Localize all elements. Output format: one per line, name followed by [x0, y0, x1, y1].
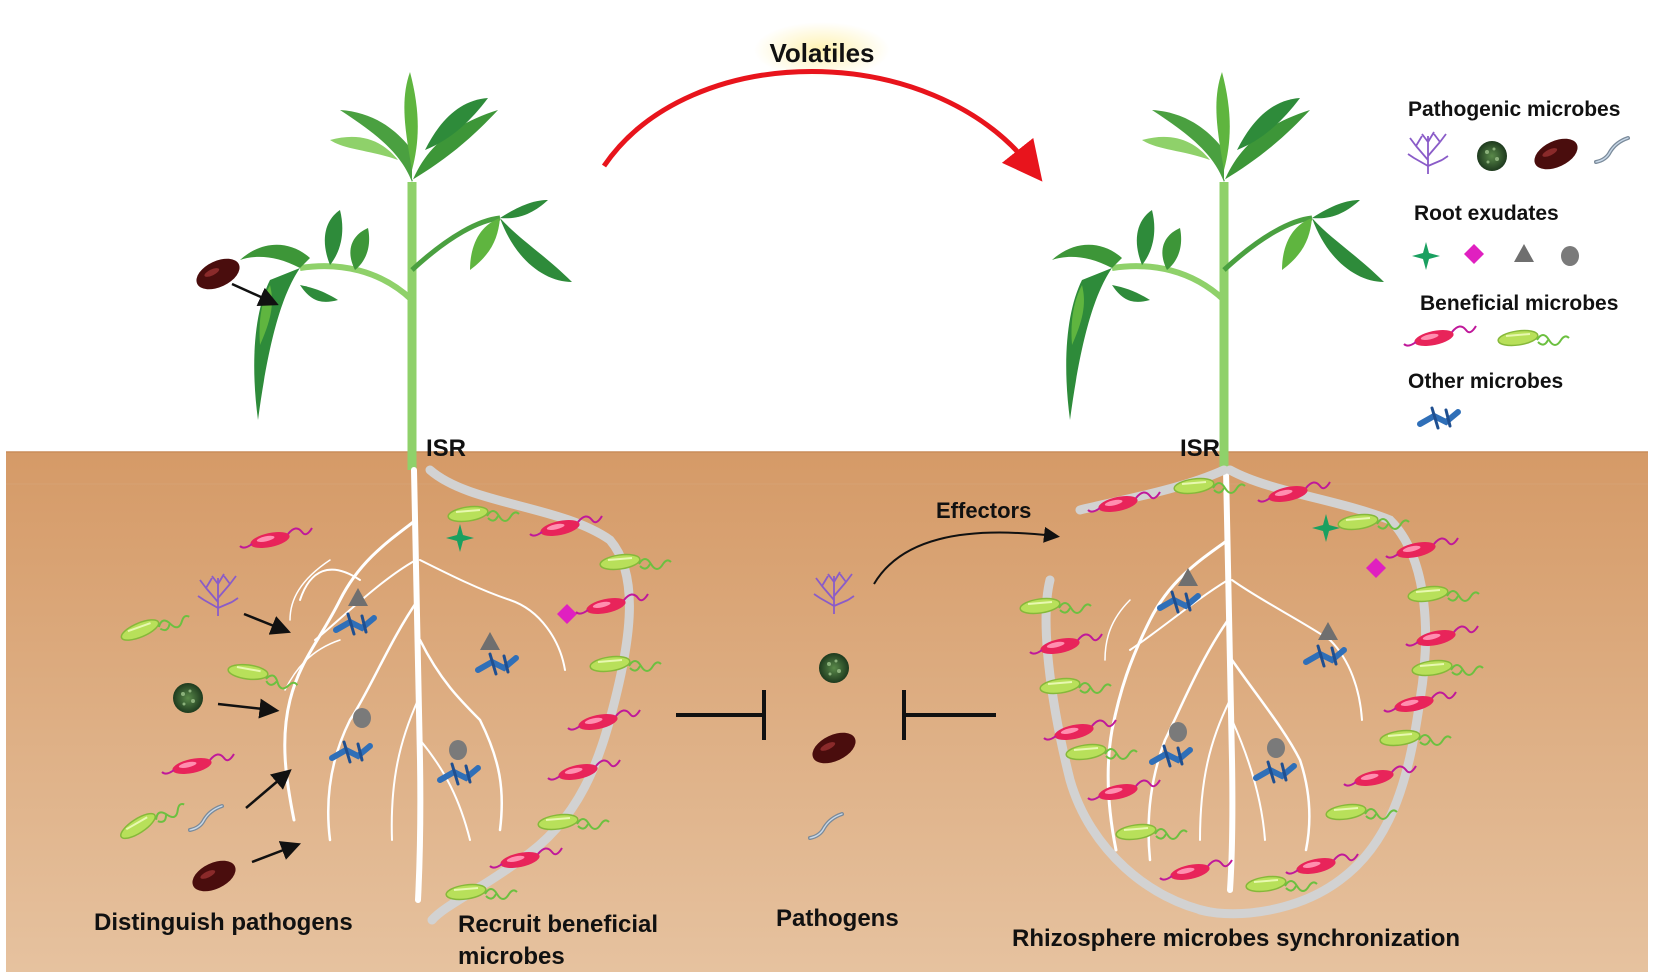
effectors-label: Effectors — [936, 498, 1031, 523]
right-inhibition-bar — [902, 690, 996, 740]
volatiles-glow — [754, 22, 890, 78]
legend-pink-bacteria-icon — [1403, 325, 1477, 351]
legend: Pathogenic microbes Root exudates Benefi… — [1403, 98, 1630, 428]
legend-dot-exudate-icon — [1561, 246, 1579, 266]
legend-star-exudate-icon — [1412, 242, 1440, 270]
legend-exudates-title: Root exudates — [1414, 202, 1559, 225]
leaf-pathogen-arrow — [231, 282, 279, 306]
synchronization-label: Rhizosphere microbes synchronization — [1012, 925, 1460, 952]
isr-label-right: ISR — [1180, 435, 1220, 462]
right-plant — [1052, 72, 1384, 470]
left-inhibition-bar — [676, 690, 766, 740]
legend-spore-icon — [1477, 141, 1507, 171]
recruit-label-line2: microbes — [458, 943, 565, 970]
legend-fungus-icon — [1407, 131, 1449, 175]
legend-pathogenic-title: Pathogenic microbes — [1408, 98, 1620, 121]
left-distinguish-arrows — [217, 612, 302, 864]
volatiles-label: Volatiles — [769, 38, 874, 68]
leaf-pathogen-oval — [191, 252, 245, 296]
legend-nematode-icon — [1594, 136, 1630, 164]
legend-oval-pathogen-icon — [1529, 132, 1583, 176]
legend-blue-microbe-icon — [1420, 408, 1458, 428]
distinguish-pathogens-label: Distinguish pathogens — [94, 909, 353, 936]
legend-beneficial-title: Beneficial microbes — [1420, 292, 1618, 315]
legend-diamond-exudate-icon — [1464, 244, 1484, 264]
isr-label-left: ISR — [426, 435, 466, 462]
volatiles-arrow — [601, 69, 1043, 182]
left-plant — [240, 72, 572, 470]
pathogens-label: Pathogens — [776, 905, 899, 932]
effectors-arrow — [873, 526, 1060, 585]
legend-green-bacteria-icon — [1496, 327, 1570, 349]
recruit-label-line1: Recruit beneficial — [458, 911, 658, 938]
left-roots — [283, 467, 566, 903]
legend-other-title: Other microbes — [1408, 370, 1563, 393]
legend-triangle-exudate-icon — [1514, 244, 1534, 262]
left-rhizosphere-root — [425, 465, 634, 925]
